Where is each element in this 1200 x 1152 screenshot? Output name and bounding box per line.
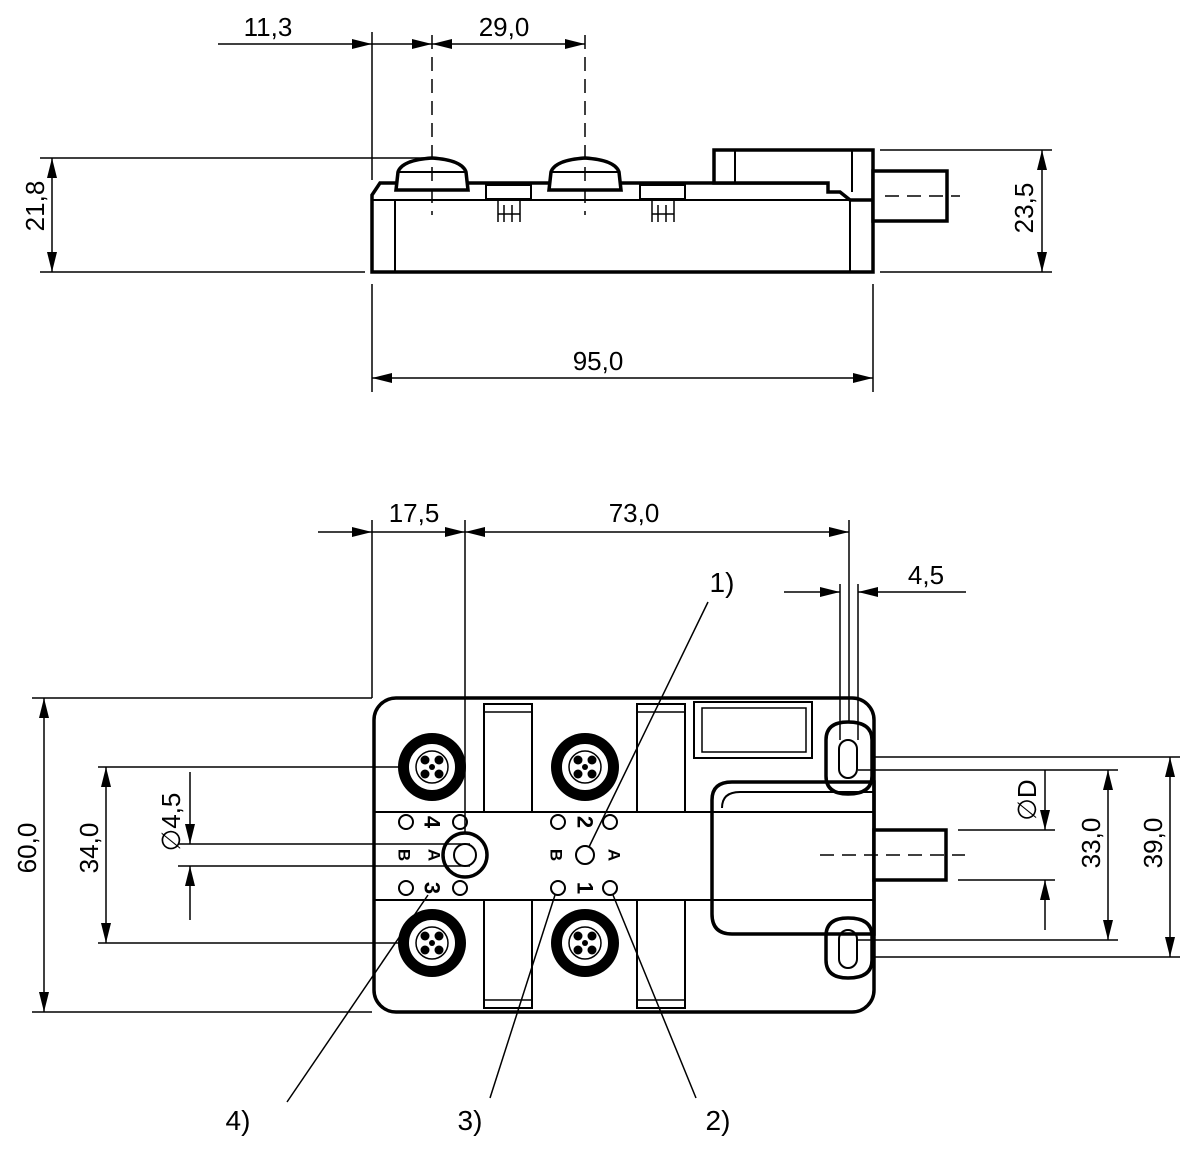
led-port2-b (550, 814, 566, 830)
led-letter-a-left: A (425, 849, 444, 861)
side-led-block-2 (639, 184, 686, 200)
side-view: 11,3 29,0 21,8 23,5 95,0 (20, 12, 1052, 392)
mount-ear-bottom (824, 916, 874, 980)
port-number-2: 2 (573, 816, 598, 828)
led-port3-b (398, 880, 414, 896)
leader-callout-1 (588, 601, 709, 848)
port-number-3: 3 (420, 882, 445, 894)
svg-text:∅D: ∅D (1012, 779, 1042, 820)
dim-hole-diameter: 4,5 (156, 793, 186, 829)
dim-cable-diameter: D (1012, 779, 1042, 798)
dim-hole-spacing: 73,0 (609, 498, 660, 528)
dim-slot-spacing: 33,0 (1076, 818, 1106, 869)
led-port3-a (452, 880, 468, 896)
leader-callout-3 (489, 894, 556, 1099)
dim-pitch: 29,0 (479, 12, 530, 42)
dim-height-total: 23,5 (1009, 183, 1039, 234)
port-3-connector (397, 908, 467, 978)
leader-callout-4 (286, 894, 429, 1103)
led-letter-b-left: B (395, 849, 414, 861)
diameter-symbol-left: ∅ (156, 829, 186, 852)
dim-height: 60,0 (12, 823, 42, 874)
callout-3: 3) (458, 1105, 483, 1136)
dim-mount-height: 39,0 (1138, 818, 1168, 869)
dim-port-spacing: 34,0 (74, 823, 104, 874)
mount-slot-top (838, 739, 858, 779)
side-body-outline (370, 181, 875, 274)
top-view: 4 3 2 1 B A B A 17,5 73,0 (12, 498, 1180, 1136)
dim-height-body: 21,8 (20, 181, 50, 232)
callout-2: 2) (706, 1105, 731, 1136)
led-port1-a (602, 880, 618, 896)
led-port2-a (602, 814, 618, 830)
led-port4-b (398, 814, 414, 830)
center-mount-hole-inner (453, 843, 477, 867)
label-window (693, 701, 813, 759)
leader-callout-2 (612, 894, 697, 1099)
clip-slot (483, 899, 533, 1009)
svg-text:∅4,5: ∅4,5 (156, 793, 186, 852)
clip-slot (483, 703, 533, 813)
led-port4-a (452, 814, 468, 830)
port-number-4: 4 (420, 816, 445, 829)
callout-4: 4) (226, 1105, 251, 1136)
side-led-block-1 (485, 184, 532, 200)
mount-slot-bottom (838, 929, 858, 969)
clip-slot (636, 899, 686, 1009)
led-power (575, 845, 595, 865)
port-2-connector (550, 732, 620, 802)
port-1-connector (550, 908, 620, 978)
dim-offset-left: 11,3 (244, 12, 293, 42)
label-window-inner (701, 707, 807, 753)
cable-housing (710, 780, 876, 936)
port-4-connector (397, 732, 467, 802)
mount-ear-top (824, 720, 874, 796)
side-clip-1 (497, 200, 521, 222)
diameter-symbol-right: ∅ (1012, 798, 1042, 821)
clip-slot (636, 703, 686, 813)
port-number-1: 1 (573, 882, 598, 894)
side-cable-housing (712, 148, 875, 202)
led-port1-b (550, 880, 566, 896)
led-letter-a-right: A (605, 849, 624, 861)
led-letter-b-right: B (547, 849, 566, 861)
dim-slot-width: 4,5 (908, 560, 944, 590)
side-clip-2 (651, 200, 675, 222)
callout-1: 1) (710, 567, 735, 598)
center-mount-hole (441, 831, 489, 879)
dim-offset-left-top: 17,5 (389, 498, 440, 528)
cable-housing-inner (721, 791, 874, 809)
dim-length: 95,0 (573, 346, 624, 376)
